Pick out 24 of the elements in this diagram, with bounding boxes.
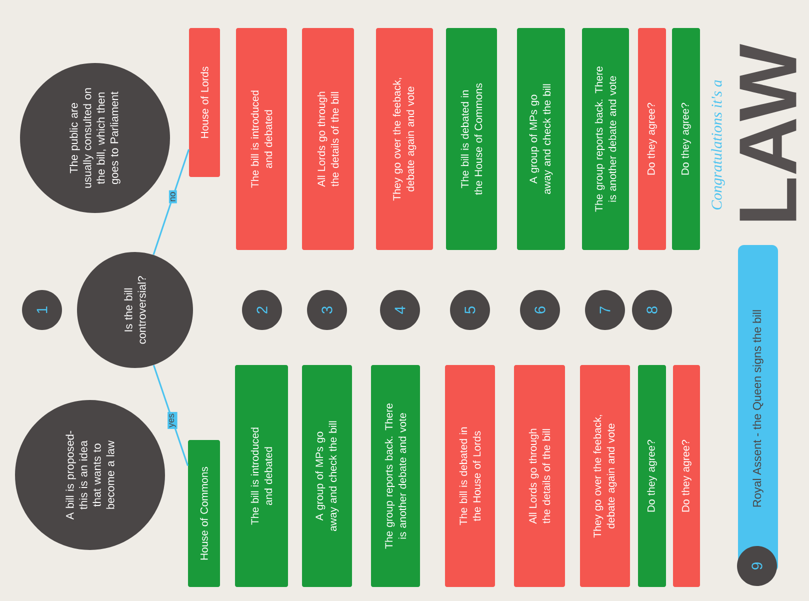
step-box: The bill is introduced and debated xyxy=(235,365,288,587)
step-box: Do they agree? xyxy=(672,28,700,250)
step-box: A group of MPs go away and check the bill xyxy=(302,365,352,587)
step-box: They go over the feeback, debate again and vote xyxy=(376,28,433,250)
step-box: The bill is introduced and debated xyxy=(236,28,287,250)
step-box: Do they agree? xyxy=(638,28,666,250)
connector-line xyxy=(152,364,189,466)
info-bubble: Is the bill controversial? xyxy=(77,252,193,368)
connector-line xyxy=(152,149,190,256)
step-box: They go over the feeback, debate again and vote xyxy=(580,365,630,587)
step-box: A group of MPs go away and check the bill xyxy=(517,28,565,250)
step-box: All Lords go through the details of the bill xyxy=(302,28,354,250)
congratulations-text: Congratulations it's a xyxy=(711,80,725,210)
edge-label: yes xyxy=(168,412,178,429)
step-box: House of Lords xyxy=(189,28,220,177)
step-box: All Lords go through the details of the bill xyxy=(514,365,565,587)
step-box: The bill is debated in the House of Commons xyxy=(446,28,497,250)
step-box: Do they agree? xyxy=(638,365,666,587)
step-box: House of Commons xyxy=(188,440,220,587)
info-bubble: The public are usually consulted on the bill, which then goes to Parliament xyxy=(20,63,170,213)
law-heading: LAW xyxy=(740,44,796,221)
step-box: The bill is debated in the House of Lords xyxy=(445,365,495,587)
step-box: Do they agree? xyxy=(673,365,700,587)
info-bubble: A bill is proposed- this is an idea that wants to become a law xyxy=(15,400,165,550)
